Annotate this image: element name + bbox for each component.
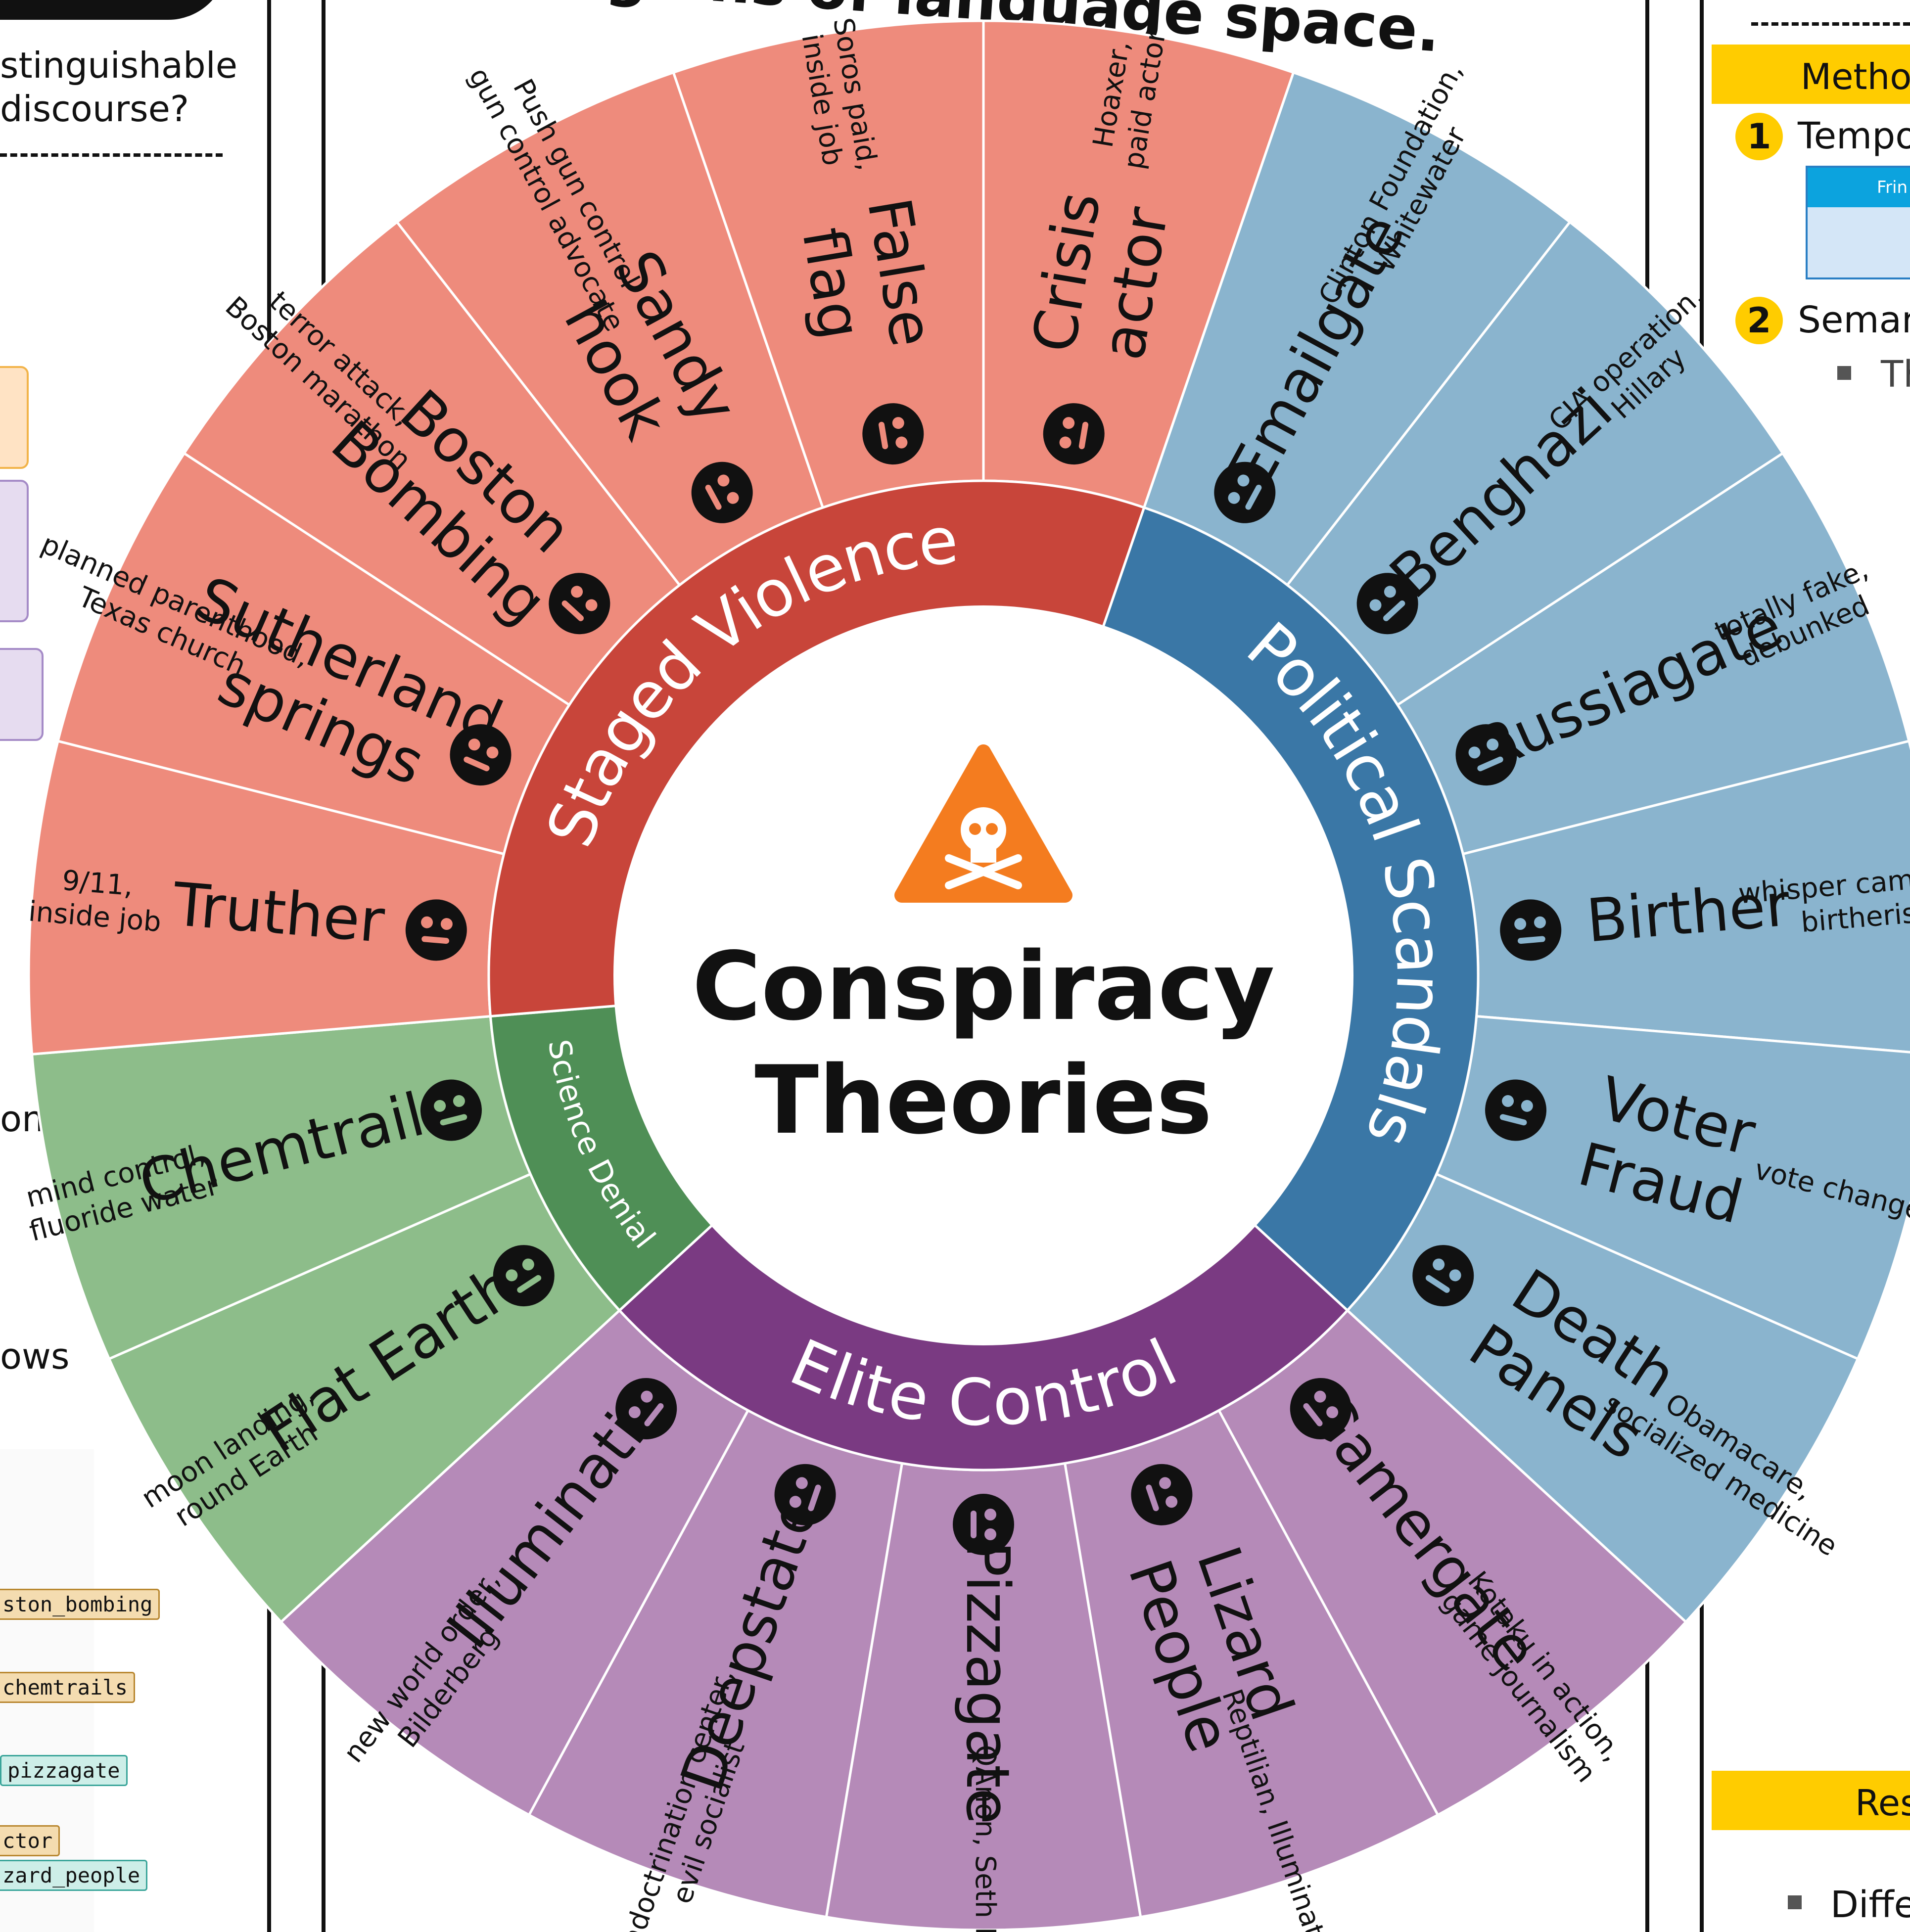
segment-subtitle-line: QAnon, Seth Rich [969,1745,1001,1932]
left-dashed-divider [0,153,223,157]
left-tag-boston-bombing: ston_bombing [0,1589,160,1620]
outer-ring [27,19,1910,1932]
comment-slash-icon [1485,1079,1547,1141]
left-tag-lizard-people: zard_people [0,1860,148,1891]
megaphone-icon [1500,899,1562,961]
left-fragment-ows: ows [0,1335,70,1377]
method-1-text: Tempo [1798,115,1910,157]
left-question-line1: stinguishable [0,45,237,86]
message-icon [1214,461,1276,523]
results-bullet-text: Diffe [1830,1884,1910,1926]
globe-stand-icon [1455,724,1517,786]
left-card-purple-2 [0,648,44,741]
results-bullet [1788,1895,1802,1909]
flag-icon [774,1464,836,1525]
network-icon [691,461,753,523]
spider-web-icon [405,899,467,961]
method-2-text: Seman [1798,299,1910,341]
left-tag-pizzagate: pizzagate [0,1755,128,1786]
saturn-icon [615,1378,677,1439]
person-running-icon [549,573,610,635]
method-1-figure-label: Frin [1877,178,1908,197]
method-1-figure-bar: Frin [1808,168,1910,207]
lizard-icon [1131,1464,1193,1525]
segment-title-pizzagate: Pizzagate [953,1541,1022,1824]
left-card-purple [0,480,29,622]
method-2-bullet [1837,366,1851,380]
left-card-orange [0,366,29,469]
gamepad-icon [1290,1378,1351,1439]
segment-subtitle-pizzagate: QAnon, Seth Rich [969,1745,1001,1932]
segment-title-crisis-actor: Crisisactor [1020,187,1182,368]
theater-masks-icon [1043,403,1105,465]
center-title-line1: Conspiracy [692,932,1275,1041]
method-2-badge: 2 [1735,297,1783,344]
right-dashed-divider [1751,22,1910,26]
tombstone-icon [1412,1245,1474,1307]
flag-icon [862,403,924,465]
left-tag-chemtrails: chemtrails [0,1672,135,1703]
earth-asia-icon [493,1245,555,1307]
left-tag-crisis-actor: ctor [0,1825,60,1856]
pizza-slice-icon [953,1494,1014,1555]
left-question-line2: discourse? [0,88,189,130]
house-icon [450,724,512,786]
method-2-bullet-text: Th [1881,353,1910,396]
segment-title-birther: Birther [1584,871,1793,956]
center-circle [613,605,1353,1345]
methods-header: Metho [1712,45,1910,104]
planet-icon [1356,573,1418,635]
method-1-figure: Frin [1806,166,1910,279]
segment-title-line1: Pizzagate [953,1541,1022,1824]
method-1-badge: 1 [1735,113,1783,160]
warning-skull-icon [894,744,1072,903]
results-header: Res [1712,1771,1910,1830]
center-title-line2: Theories [754,1046,1212,1155]
test-tubes-icon [420,1079,482,1141]
segment-subtitle-line: 9/11, [61,865,134,903]
segment-title-line1: Birther [1584,871,1793,956]
